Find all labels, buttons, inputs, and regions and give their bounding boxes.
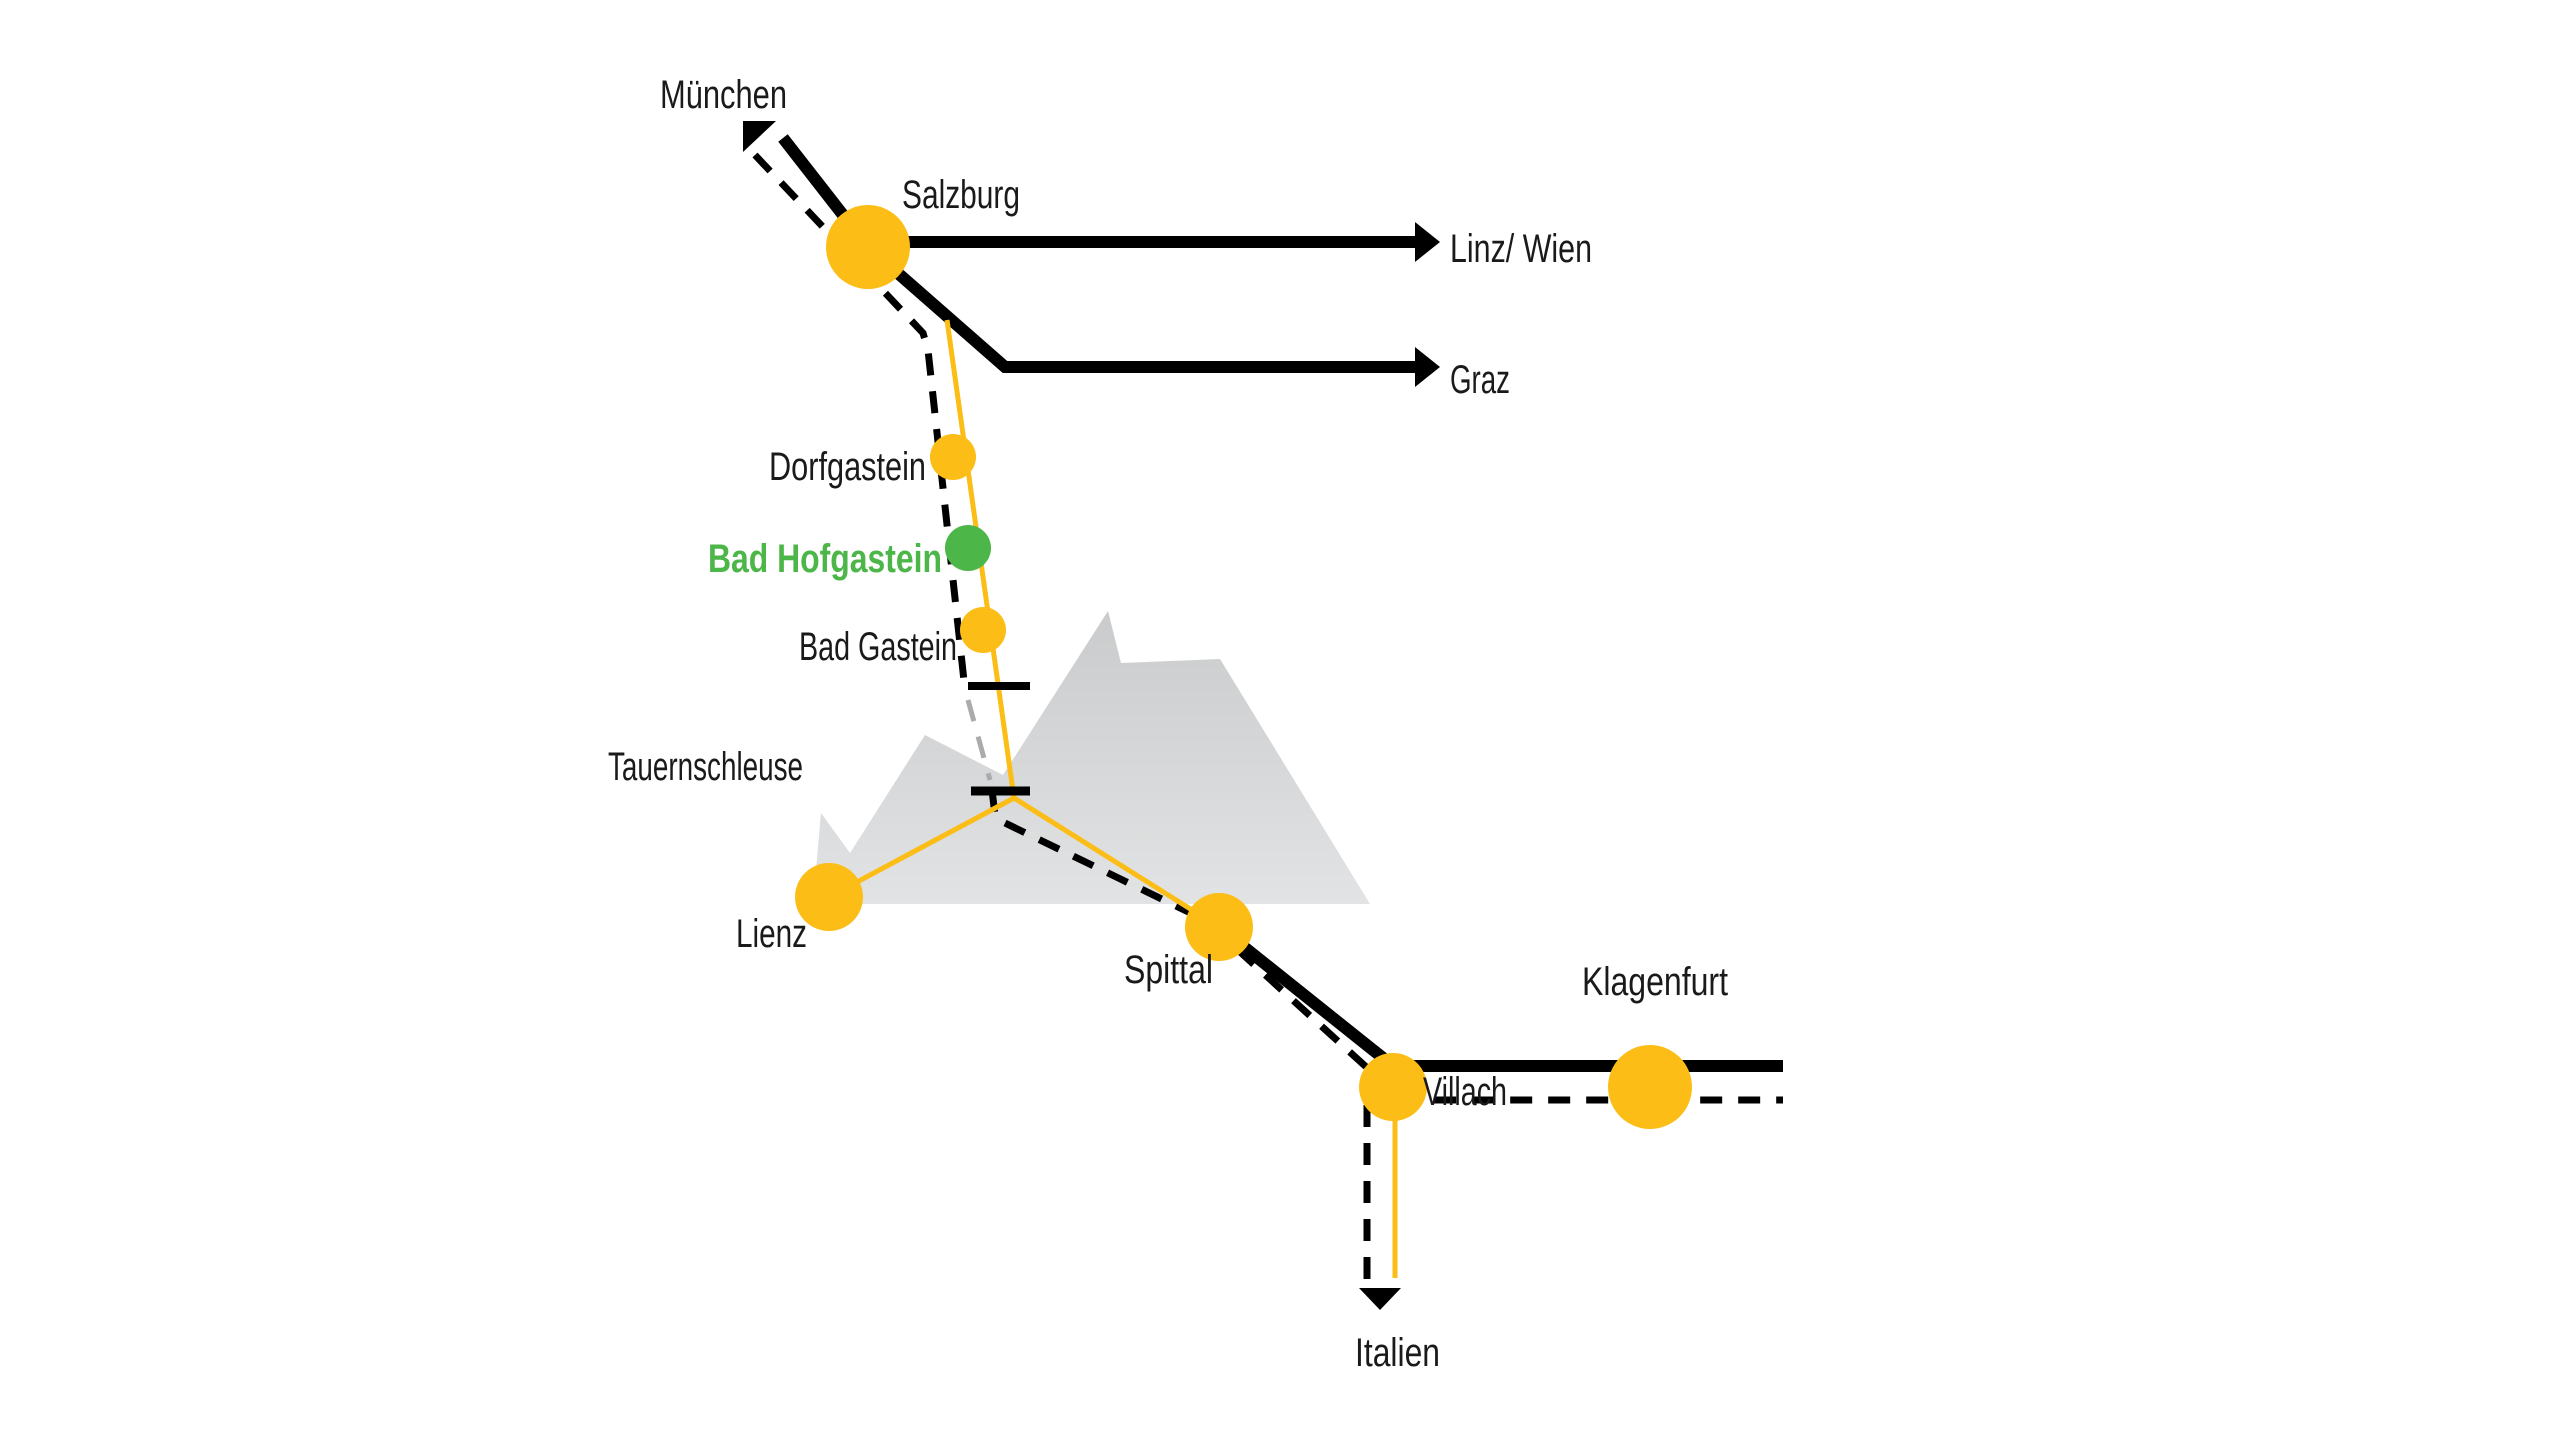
stations bbox=[795, 205, 1692, 1129]
station-salzburg[interactable] bbox=[826, 205, 910, 289]
label-spittal: Spittal bbox=[1124, 948, 1213, 992]
arrow-graz-icon bbox=[1415, 347, 1440, 387]
station-villach[interactable] bbox=[1359, 1053, 1427, 1121]
arrow-muenchen-icon bbox=[743, 121, 776, 152]
station-lienz[interactable] bbox=[795, 863, 863, 931]
arrow-italien-icon bbox=[1359, 1288, 1401, 1310]
line-salzburg-graz bbox=[864, 242, 1415, 373]
label-klagenfurt: Klagenfurt bbox=[1582, 960, 1728, 1004]
dashed-route-tunnel bbox=[965, 699, 993, 781]
labels: München Salzburg Linz/ Wien Graz Dorfgas… bbox=[608, 73, 1728, 1375]
label-lienz: Lienz bbox=[736, 912, 807, 956]
station-dorfgastein[interactable] bbox=[930, 434, 976, 480]
label-muenchen: München bbox=[660, 73, 787, 117]
label-italien: Italien bbox=[1355, 1331, 1440, 1375]
station-spittal[interactable] bbox=[1185, 893, 1253, 961]
main-lines bbox=[778, 134, 1783, 1072]
label-bad-gastein: Bad Gastein bbox=[799, 625, 957, 669]
yellow-route-lienz bbox=[827, 795, 1016, 900]
station-bad-gastein[interactable] bbox=[960, 607, 1006, 653]
label-salzburg: Salzburg bbox=[902, 173, 1020, 217]
label-villach: Villach bbox=[1423, 1070, 1507, 1114]
label-dorfgastein: Dorfgastein bbox=[769, 445, 926, 489]
arrow-linz-icon bbox=[1415, 222, 1440, 262]
label-tauernschleuse: Tauernschleuse bbox=[608, 745, 803, 789]
label-bad-hofgastein: Bad Hofgastein bbox=[708, 537, 942, 581]
station-klagenfurt[interactable] bbox=[1608, 1045, 1692, 1129]
station-bad-hofgastein[interactable] bbox=[945, 525, 991, 571]
yellow-route-spittal bbox=[1012, 795, 1221, 930]
label-graz: Graz bbox=[1450, 358, 1510, 402]
label-linz-wien: Linz/ Wien bbox=[1450, 227, 1592, 271]
